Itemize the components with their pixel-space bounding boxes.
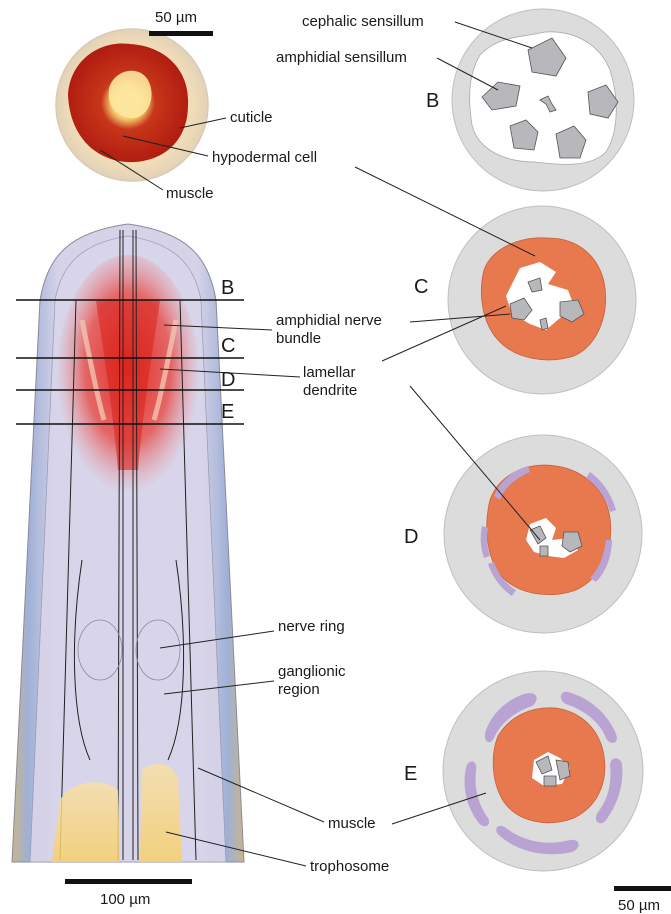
label-hypodermal-cell: hypodermal cell — [212, 149, 317, 166]
section-label-e: E — [221, 401, 234, 423]
panel-label-d: D — [404, 526, 418, 548]
scale-bar-bottom-right-label: 50 µm — [618, 897, 660, 914]
panel-c-section: C — [414, 206, 636, 394]
label-trophosome: trophosome — [310, 858, 389, 875]
panel-b-section: B — [426, 9, 634, 191]
scale-bar-bottom-right: 50 µm — [614, 886, 671, 914]
label-lamellar-dendrite-line2: dendrite — [303, 382, 357, 399]
svg-text:lamellar dendrite: lamellar dendrite — [303, 364, 360, 399]
label-amphidial-sensillum: amphidial sensillum — [276, 49, 407, 66]
longitudinal-body — [12, 224, 244, 862]
panel-e-section: E — [404, 671, 643, 871]
label-amphidial-nerve-bundle-line1: amphidial nerve — [276, 312, 382, 329]
svg-text:ganglionic region: ganglionic region — [278, 663, 350, 698]
scale-bar-bottom-left: 100 µm — [65, 879, 192, 908]
label-ganglionic-region-line1: ganglionic — [278, 663, 346, 680]
scale-bar-bottom-left-label: 100 µm — [100, 891, 150, 908]
section-label-b: B — [221, 277, 234, 299]
panel-label-b: B — [426, 90, 439, 112]
panel-d-section: D — [404, 435, 642, 633]
panel-label-c: C — [414, 276, 428, 298]
section-label-c: C — [221, 335, 235, 357]
cross-section-photo — [56, 29, 208, 181]
scale-bar-top-label: 50 µm — [155, 9, 197, 26]
label-nerve-ring: nerve ring — [278, 618, 345, 635]
label-muscle-top: muscle — [166, 185, 214, 202]
label-cuticle: cuticle — [230, 109, 273, 126]
label-lamellar-dendrite-line1: lamellar — [303, 364, 356, 381]
label-cephalic-sensillum: cephalic sensillum — [302, 13, 424, 30]
label-ganglionic-region-line2: region — [278, 681, 320, 698]
panel-label-e: E — [404, 763, 417, 785]
scale-bar-top: 50 µm — [149, 9, 213, 36]
label-amphidial-nerve-bundle-line2: bundle — [276, 330, 321, 347]
svg-text:amphidial nerve bundle: amphidial nerve bundle — [276, 312, 386, 347]
label-muscle-bottom: muscle — [328, 815, 376, 832]
